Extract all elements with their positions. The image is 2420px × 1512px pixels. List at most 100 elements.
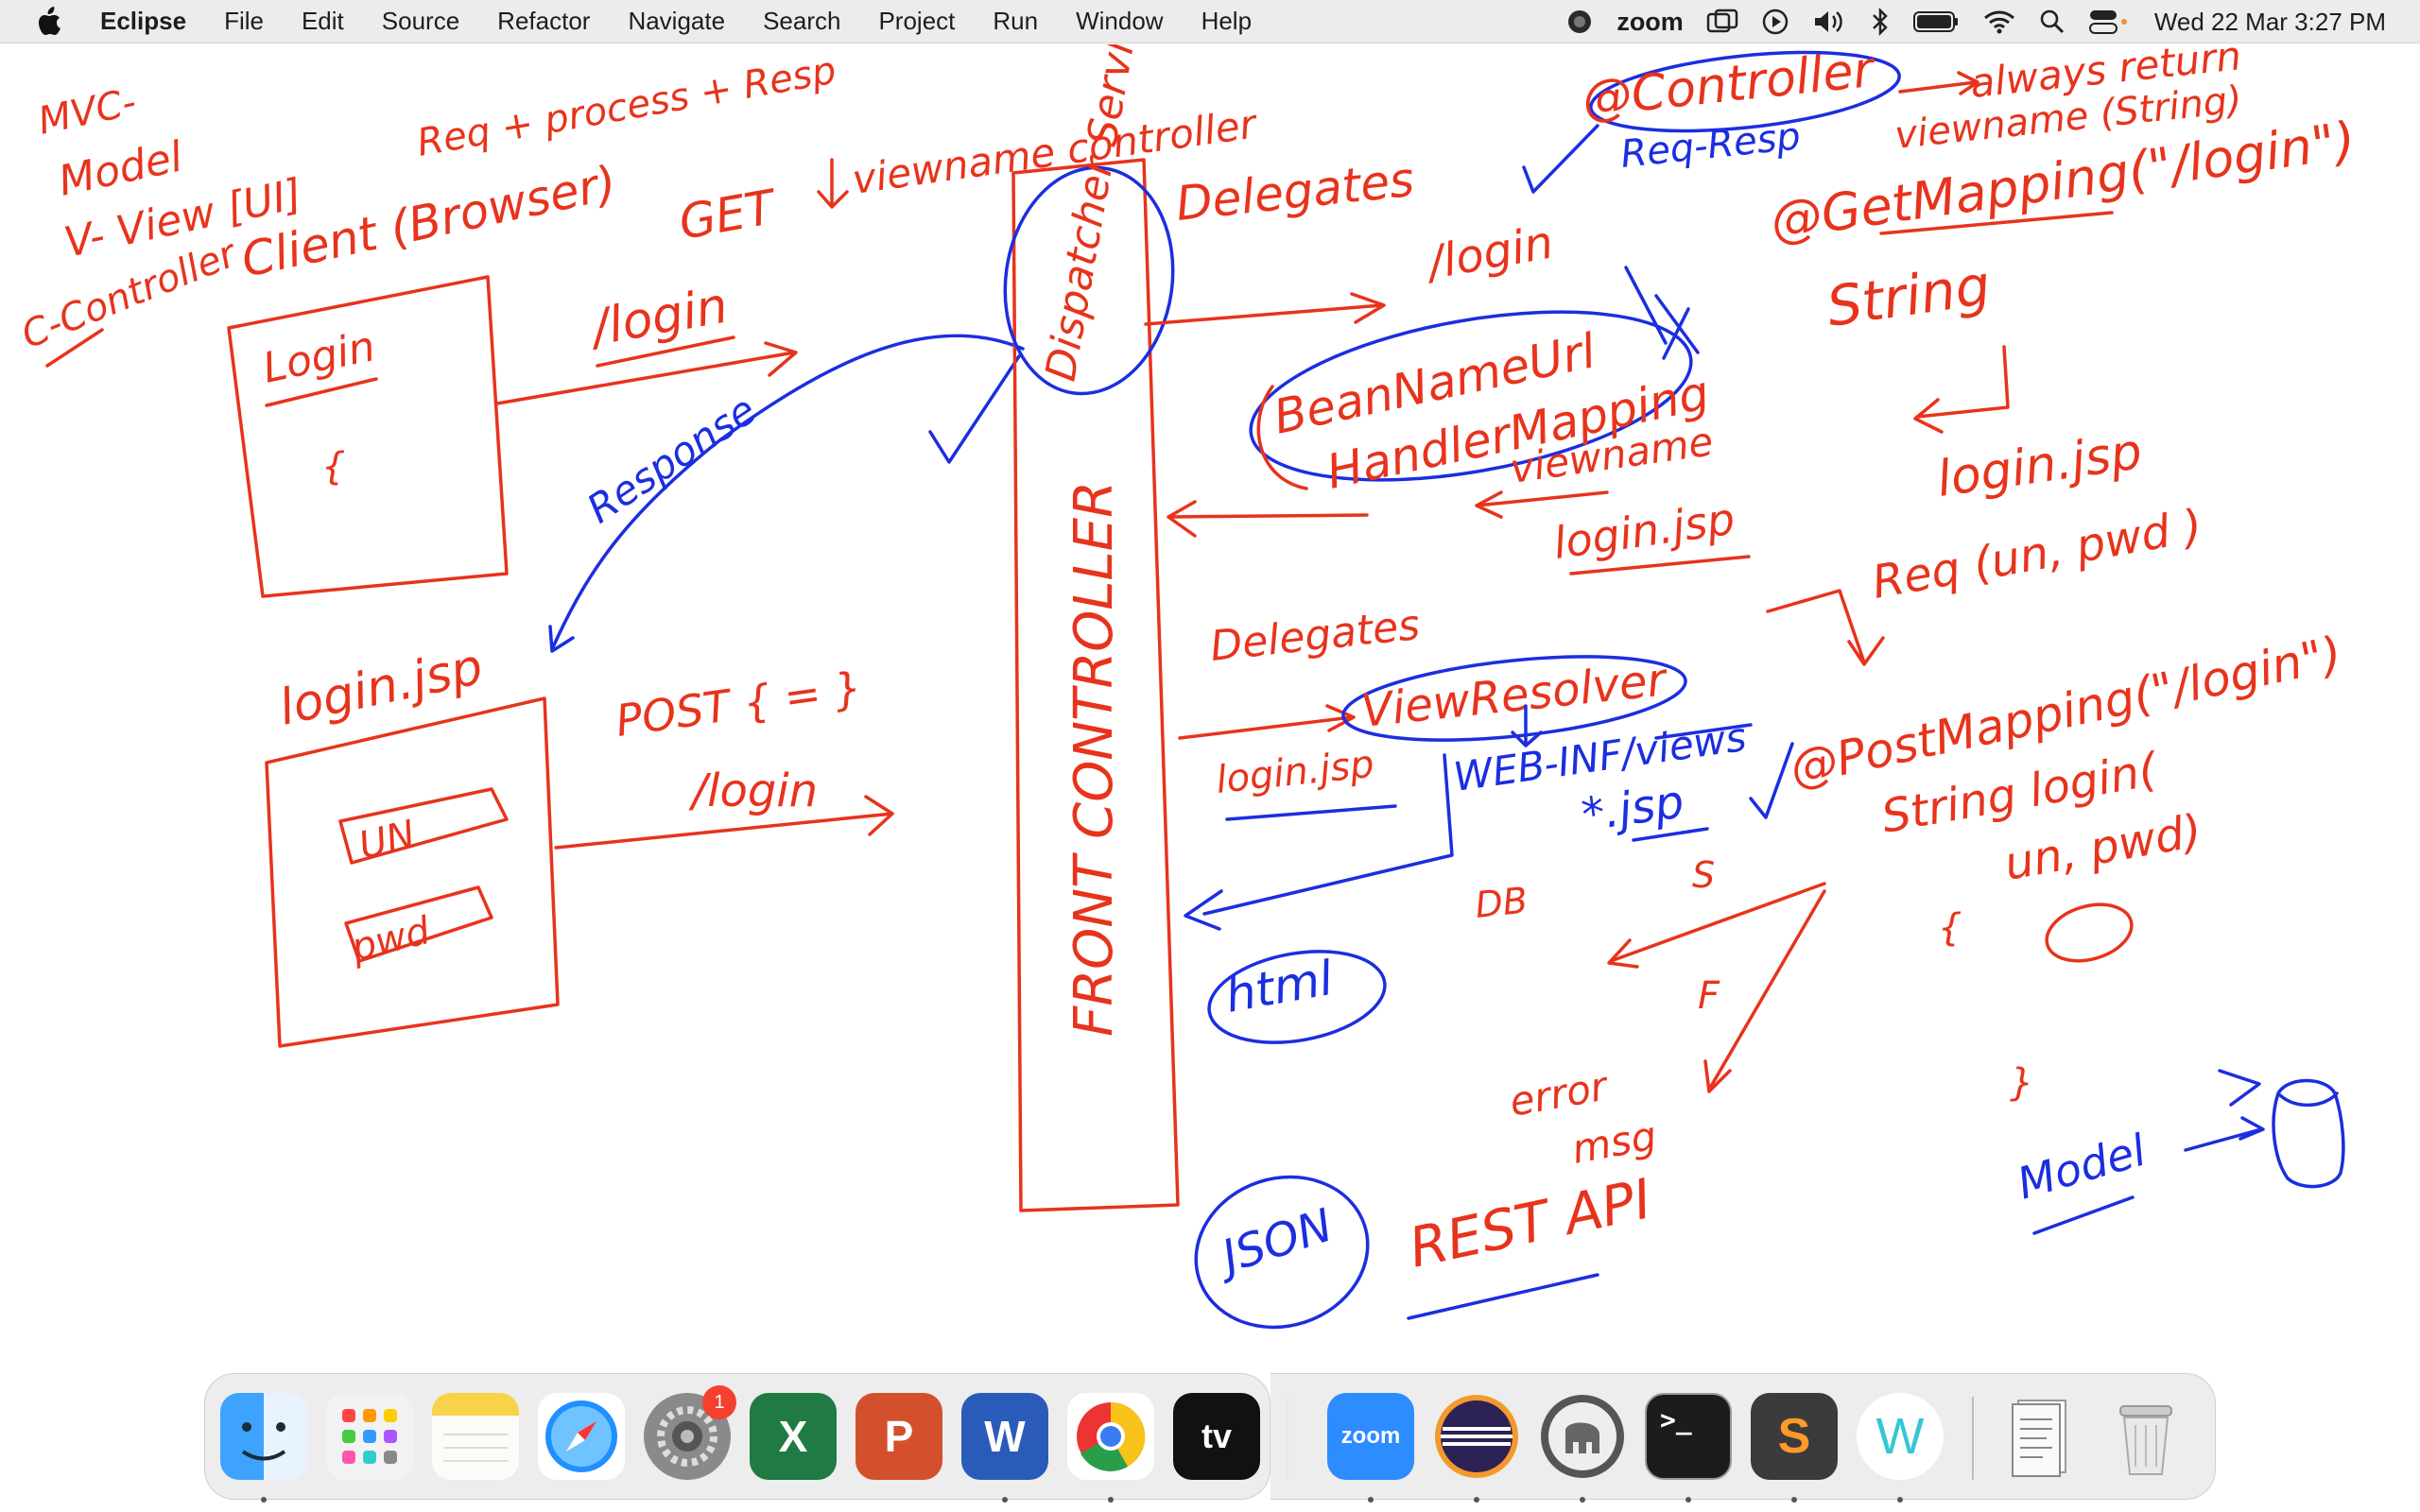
dock-item-trash[interactable] <box>2102 1393 2189 1480</box>
login-title-underline <box>265 377 378 407</box>
note-model: Model <box>55 132 188 206</box>
arrow-always-return <box>1898 71 1979 95</box>
dock-item-terminal[interactable]: >_ <box>1645 1393 1732 1503</box>
menu-edit[interactable]: Edit <box>301 7 344 35</box>
menu-file[interactable]: File <box>224 7 264 35</box>
menubar-clock[interactable]: Wed 22 Mar 3:27 PM <box>2153 7 2386 36</box>
handler-mapping-scribble <box>1624 266 1700 360</box>
front-controller-label: FRONT CONTROLLER <box>1063 481 1125 1037</box>
note-login-jsp-1: login.jsp <box>274 639 487 737</box>
document-stack-icon <box>1996 1393 2083 1480</box>
note-login-jsp-4: login.jsp <box>1933 423 2145 508</box>
eclipse-icon <box>1433 1393 1520 1480</box>
dock-item-sublime-text[interactable]: S <box>1751 1393 1838 1503</box>
arrow-viewname-back <box>1167 500 1369 538</box>
notification-badge: 1 <box>702 1385 736 1419</box>
dock-item-sequel-pro[interactable] <box>1539 1393 1626 1503</box>
note-close-brace: } <box>2010 1061 2033 1105</box>
volume-icon[interactable] <box>1812 9 1848 35</box>
login-jsp-3-underline <box>1225 804 1397 821</box>
launchpad-icon <box>326 1393 413 1480</box>
zoom-status-item[interactable]: zoom <box>1616 7 1684 36</box>
note-post: POST { = } <box>613 662 865 747</box>
appletv-icon: tv <box>1173 1393 1260 1480</box>
running-indicator <box>1368 1497 1374 1503</box>
menu-help[interactable]: Help <box>1201 7 1253 35</box>
note-post-login-path: /login <box>688 765 818 817</box>
model-underline <box>2032 1195 2135 1235</box>
note-req-process-resp: Req + process + Resp <box>414 49 839 165</box>
wifi-icon[interactable] <box>1982 9 2016 35</box>
menu-navigate[interactable]: Navigate <box>628 7 726 35</box>
screen-share-icon[interactable] <box>1565 8 1594 36</box>
note-string: String <box>1823 252 1994 338</box>
dock-item-document-stack[interactable] <box>1996 1393 2083 1480</box>
note-msg: msg <box>1568 1112 1660 1173</box>
running-indicator <box>1108 1497 1114 1503</box>
dock-item-finder[interactable] <box>220 1393 307 1503</box>
menu-refactor[interactable]: Refactor <box>497 7 591 35</box>
control-center-icon[interactable] <box>2088 8 2130 36</box>
dock-item-safari[interactable] <box>538 1393 625 1480</box>
request-path-underline <box>596 335 735 368</box>
menu-window[interactable]: Window <box>1076 7 1164 35</box>
window-mirror-icon[interactable] <box>1706 9 1738 35</box>
menu-project[interactable]: Project <box>878 7 956 35</box>
arrow-failure-branch <box>1703 889 1826 1093</box>
note-login-path-3: /login <box>1420 216 1557 291</box>
menu-source[interactable]: Source <box>381 7 460 35</box>
dock-item-webex[interactable]: W <box>1857 1393 1944 1503</box>
arrow-delegate-view-resolver <box>1178 704 1356 740</box>
dock-item-notes[interactable] <box>432 1393 519 1480</box>
whiteboard-canvas[interactable]: MVC- Model V- View [UI] C-Controller Req… <box>0 44 2420 1512</box>
dock-right-section: zoom >_ S W <box>1270 1373 2216 1503</box>
webex-icon: W <box>1857 1393 1944 1480</box>
arrow-success-branch <box>1607 882 1826 969</box>
handler-mapping-ellipse <box>1249 310 1693 482</box>
menu-run[interactable]: Run <box>993 7 1039 35</box>
battery-icon[interactable] <box>1912 9 1960 34</box>
underline-controller <box>45 328 104 368</box>
arrow-response <box>548 334 1025 653</box>
dock: 1 X P W tv <box>204 1373 1288 1503</box>
elephant-icon <box>1539 1393 1626 1480</box>
running-indicator <box>1685 1497 1691 1503</box>
arrow-get-down <box>817 158 849 209</box>
dock-item-zoom[interactable]: zoom <box>1327 1393 1414 1503</box>
note-json: JSON <box>1209 1199 1339 1286</box>
terminal-icon: >_ <box>1645 1393 1732 1480</box>
app-menu-eclipse[interactable]: Eclipse <box>100 7 187 35</box>
play-icon[interactable] <box>1761 8 1789 36</box>
running-indicator <box>1791 1497 1797 1503</box>
bluetooth-icon[interactable] <box>1871 8 1890 36</box>
dock-item-eclipse[interactable] <box>1433 1393 1520 1503</box>
trash-icon <box>2102 1393 2189 1480</box>
dock-item-powerpoint[interactable]: P <box>856 1393 942 1480</box>
note-delegates-1: Delegates <box>1173 152 1416 232</box>
dock-item-appletv[interactable]: tv <box>1173 1393 1260 1480</box>
dispatcher-servlet-ellipse <box>1003 165 1175 396</box>
sublime-icon: S <box>1751 1393 1838 1480</box>
menu-search[interactable]: Search <box>763 7 841 35</box>
login-jsp-2-underline <box>1569 555 1751 576</box>
notes-icon <box>432 1393 519 1480</box>
note-f-label: F <box>1698 974 1720 1018</box>
zoom-app-icon: zoom <box>1327 1393 1414 1480</box>
running-indicator <box>1897 1497 1903 1503</box>
handler-mapping-bracket <box>1256 385 1308 490</box>
dock-item-system-settings[interactable]: 1 <box>644 1385 736 1480</box>
powerpoint-icon: P <box>856 1393 942 1480</box>
dock-item-excel[interactable]: X <box>750 1393 837 1480</box>
menu-bar: Eclipse File Edit Source Refactor Naviga… <box>0 0 2420 43</box>
spotlight-search-icon[interactable] <box>2039 9 2066 35</box>
note-open-brace: { <box>1938 906 1962 950</box>
dock-item-launchpad[interactable] <box>326 1393 413 1480</box>
apple-menu-icon[interactable] <box>36 6 64 38</box>
dock-item-chrome[interactable] <box>1067 1393 1154 1503</box>
dock-item-word[interactable]: W <box>961 1393 1048 1503</box>
note-mvc: MVC- <box>35 80 141 144</box>
word-icon: W <box>961 1393 1048 1480</box>
get-mapping-underline <box>1879 211 2114 235</box>
jsp-ext-underline <box>1632 827 1709 842</box>
check-mark-controller <box>1522 124 1599 194</box>
